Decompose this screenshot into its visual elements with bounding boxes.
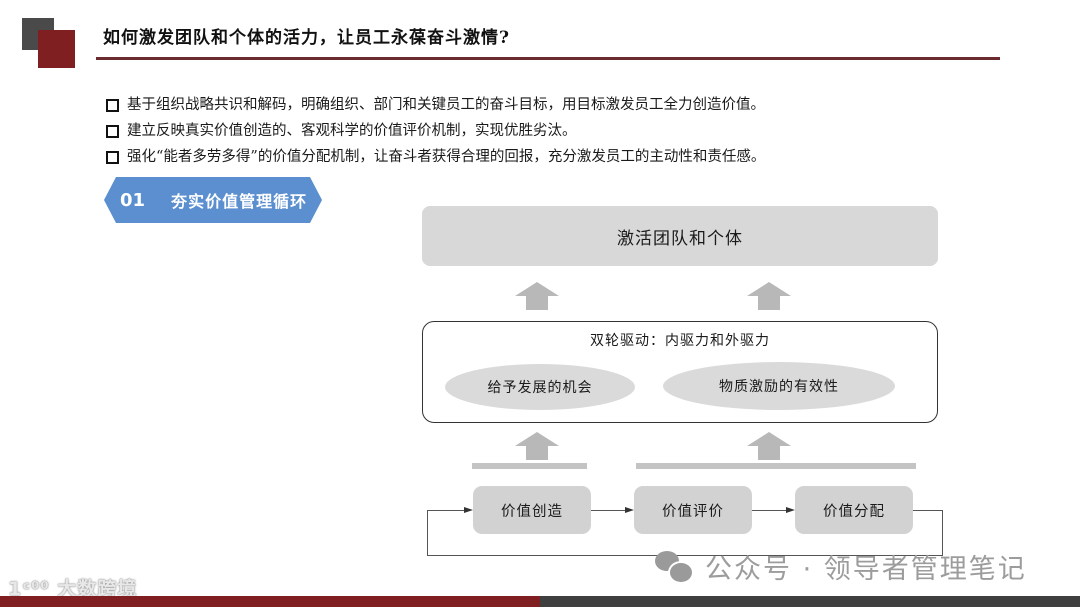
dual-drive-title: 双轮驱动：内驱力和外驱力 (590, 333, 770, 349)
brand-logo: 1ᶜ⁰⁰ 大数跨境 (8, 578, 138, 600)
loop-line (427, 555, 943, 556)
title-underline (96, 57, 1000, 60)
footer-bar-red (0, 596, 540, 607)
wechat-watermark: 公众号 · 领导者管理笔记 (655, 547, 1027, 586)
bullet-list: 基于组织战略共识和解码，明确组织、部门和关键员工的奋斗目标，用目标激发员工全力创… (106, 92, 765, 170)
checkbox-square-icon (106, 124, 119, 138)
arrow-right-icon (625, 507, 634, 513)
development-opportunity-ellipse: 给予发展的机会 (445, 364, 635, 410)
dual-drive-box: 双轮驱动：内驱力和外驱力 给予发展的机会 物质激励的有效性 (422, 321, 938, 423)
up-arrow-icon (515, 432, 559, 460)
bullet-text: 建立反映真实价值创造的、客观科学的价值评价机制，实现优胜劣汰。 (127, 123, 577, 139)
value-distribution-step: 价值分配 (795, 486, 913, 534)
section-badge: 01 夯实价值管理循环 (104, 177, 322, 223)
material-incentive-ellipse: 物质激励的有效性 (663, 362, 895, 410)
loop-line (427, 510, 428, 555)
value-evaluation-step: 价值评价 (634, 486, 752, 534)
bullet-text: 基于组织战略共识和解码，明确组织、部门和关键员工的奋斗目标，用目标激发员工全力创… (127, 97, 765, 113)
section-number: 01 (120, 189, 146, 211)
page-title: 如何激发团队和个体的活力，让员工永葆奋斗激情? (103, 28, 510, 48)
loop-line (427, 510, 464, 511)
bracket-bar (472, 463, 587, 469)
step-label: 价值评价 (662, 503, 724, 520)
footer-bar-gray (540, 596, 1080, 607)
bullet-item: 基于组织战略共识和解码，明确组织、部门和关键员工的奋斗目标，用目标激发员工全力创… (106, 92, 765, 118)
value-creation-step: 价值创造 (473, 486, 591, 534)
checkbox-square-icon (106, 98, 119, 112)
bullet-item: 强化“能者多劳多得”的价值分配机制，让奋斗者获得合理的回报，充分激发员工的主动性… (106, 144, 765, 170)
header-decor-red-square (38, 30, 75, 68)
connector-line (591, 510, 625, 511)
connector-line (752, 510, 786, 511)
activate-team-label: 激活团队和个体 (617, 228, 743, 249)
checkbox-square-icon (106, 150, 119, 164)
loop-line (942, 510, 943, 555)
up-arrow-icon (747, 282, 791, 310)
bracket-bar (636, 463, 916, 469)
watermark-text: 公众号 · 领导者管理笔记 (705, 554, 1027, 585)
activate-team-box: 激活团队和个体 (422, 206, 938, 266)
loop-line (913, 510, 942, 511)
ellipse-label: 给予发展的机会 (487, 380, 593, 396)
up-arrow-icon (747, 432, 791, 460)
step-label: 价值创造 (501, 503, 563, 520)
arrow-right-icon (464, 507, 473, 513)
bullet-item: 建立反映真实价值创造的、客观科学的价值评价机制，实现优胜劣汰。 (106, 118, 765, 144)
section-label: 夯实价值管理循环 (171, 192, 308, 211)
up-arrow-icon (515, 282, 559, 310)
step-label: 价值分配 (823, 503, 885, 520)
wechat-icon (655, 550, 694, 584)
arrow-right-icon (786, 507, 795, 513)
bullet-text: 强化“能者多劳多得”的价值分配机制，让奋斗者获得合理的回报，充分激发员工的主动性… (127, 149, 766, 165)
ellipse-label: 物质激励的有效性 (719, 379, 839, 395)
